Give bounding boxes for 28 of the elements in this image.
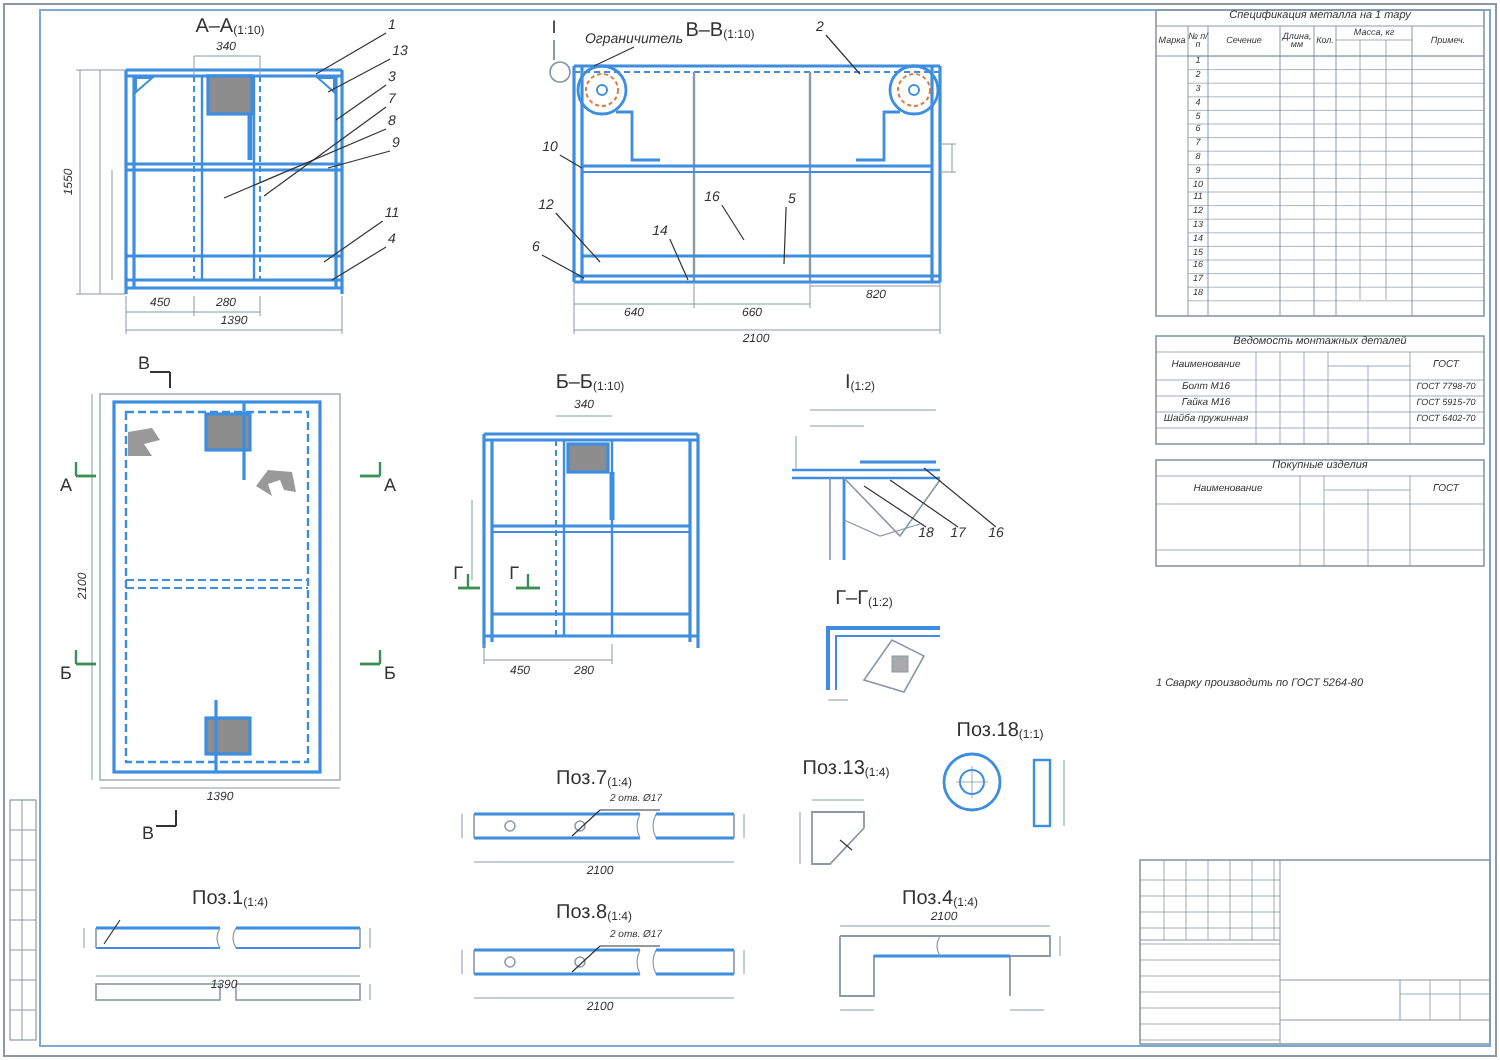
section-marker: I [551,18,557,38]
leader-line [593,46,635,67]
leader-line [541,254,585,279]
leader-line [669,238,689,281]
section-marker: В [138,354,150,374]
leader-line [323,220,384,263]
section-marker: Г [509,564,519,584]
section-marker: Б [384,664,396,684]
section-marker: А [60,476,72,496]
leader-line [825,34,861,75]
leader-line [223,128,387,199]
leader-line [331,246,387,281]
leader-line [889,479,959,528]
leader-line [315,32,387,75]
leader-line [327,150,391,169]
leader-line [327,58,391,93]
leader-line [335,84,387,121]
leader-line [721,204,745,241]
leader-line [863,485,927,528]
leader-line [555,212,601,263]
section-marker: А [384,476,396,496]
section-marker: В [142,824,154,844]
leader-line [923,467,997,528]
section-marker: Г [453,564,463,584]
leader-line [263,106,387,197]
leader-line [783,206,787,265]
section-marker: Б [60,664,72,684]
leader-line [559,154,583,169]
